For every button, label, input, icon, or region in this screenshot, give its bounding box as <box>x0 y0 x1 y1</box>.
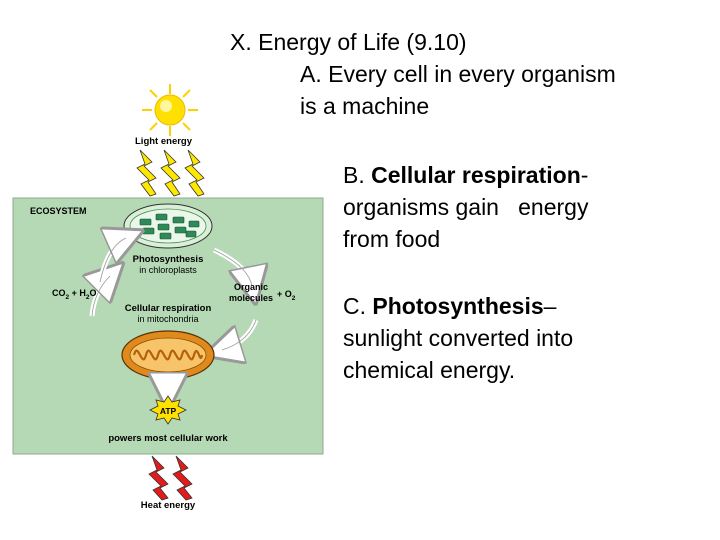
photosynthesis-label: Photosynthesis <box>133 254 204 265</box>
sun-icon <box>142 84 198 136</box>
o2-label: + O2 <box>277 289 296 302</box>
ecosystem-label: ECOSYSTEM <box>30 206 87 216</box>
in-chloroplasts-label: in chloroplasts <box>139 265 197 275</box>
point-c-prefix: C. <box>343 293 373 319</box>
point-a-line2: is a machine <box>300 93 430 119</box>
slide-title: X. Energy of Life (9.10) <box>230 29 467 55</box>
point-b-line3: from food <box>343 226 441 252</box>
molecules-label: molecules <box>229 293 273 303</box>
point-a-line1: A. Every cell in every organism <box>300 61 616 87</box>
point-b-term: Cellular respiration <box>371 162 581 188</box>
point-c-dash: – <box>543 293 557 319</box>
organic-label: Organic <box>234 282 268 292</box>
atp-label: ATP <box>160 406 177 416</box>
point-c-term: Photosynthesis <box>372 293 544 319</box>
point-b-dash: - <box>580 162 589 188</box>
point-c-line3: chemical energy. <box>343 357 516 383</box>
heat-bolts-icon <box>148 455 193 501</box>
light-energy-label: Light energy <box>135 136 193 147</box>
heat-energy-label: Heat energy <box>141 500 196 511</box>
energy-flow-diagram: Light energy ECOSYSTEM Photosynthesis in… <box>12 136 324 511</box>
point-c-line2: sunlight converted into <box>343 325 574 351</box>
chloroplast-icon <box>123 203 213 249</box>
co2-h2o-label: CO2 + H2O <box>52 288 97 301</box>
cellular-respiration-label: Cellular respiration <box>125 303 212 314</box>
in-mitochondria-label: in mitochondria <box>137 314 198 324</box>
mitochondrion-icon <box>121 330 215 380</box>
point-b-line2: organisms gain energy <box>343 194 589 220</box>
atp-icon: ATP <box>149 395 187 425</box>
point-b-line1: B. Cellular respiration- <box>343 159 588 191</box>
light-bolts-icon <box>136 149 205 197</box>
point-c-line1: C. Photosynthesis– <box>343 290 556 322</box>
point-b-prefix: B. <box>343 162 372 188</box>
powers-work-label: powers most cellular work <box>108 433 228 444</box>
